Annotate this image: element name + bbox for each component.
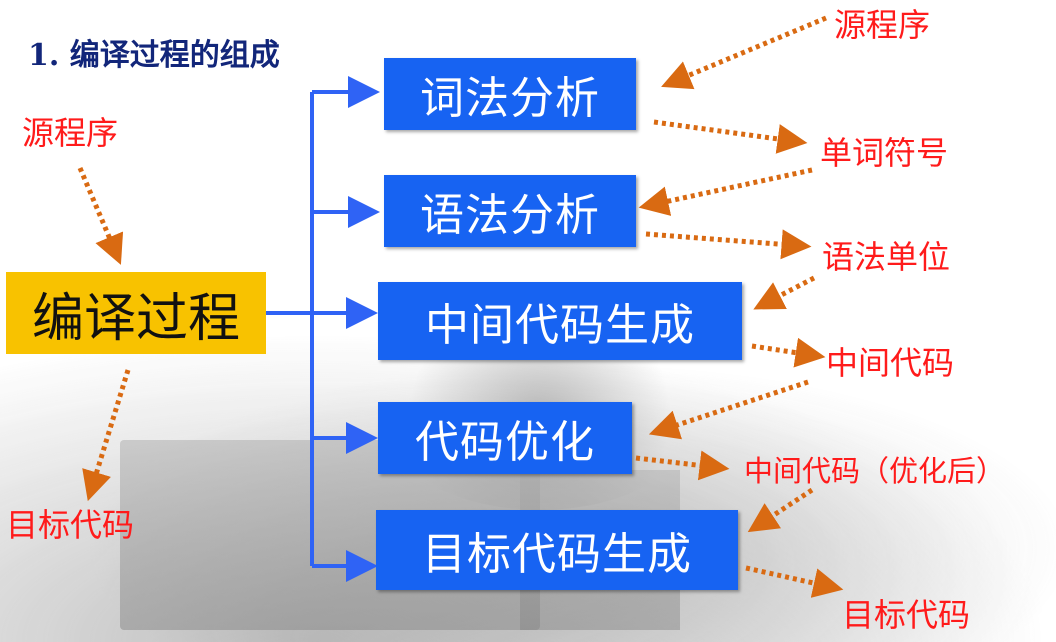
- right-target-label: 目标代码: [842, 596, 971, 634]
- blue-connectors: [266, 76, 380, 582]
- stage-target-code-generation: 目标代码生成: [376, 510, 738, 590]
- right-ir-label: 中间代码: [826, 344, 955, 382]
- right-source-label: 源程序: [834, 6, 931, 44]
- syntax-to-stage-3-arrow: [753, 275, 816, 310]
- stage-5-output-arrow: [745, 565, 844, 598]
- stage-intermediate-code-generation: 中间代码生成: [378, 282, 742, 360]
- stage-code-optimization: 代码优化: [378, 402, 632, 474]
- stage-lexical-analysis: 词法分析: [384, 58, 636, 130]
- left-source-label: 源程序: [22, 114, 119, 152]
- right-syntax-units-label: 语法单位: [822, 238, 951, 276]
- stage-syntax-analysis: 语法分析: [384, 175, 636, 247]
- left-output-arrow: [82, 369, 131, 502]
- source-to-stage-1-arrow: [661, 15, 827, 90]
- right-tokens-label: 单词符号: [820, 134, 949, 172]
- optimized-to-stage-5-arrow: [747, 487, 814, 533]
- section-heading: 1. 编译过程的组成: [28, 38, 280, 73]
- compile-process-box: 编译过程: [6, 272, 266, 354]
- tokens-to-stage-2-arrow: [638, 167, 813, 216]
- ir-to-stage-4-arrow: [648, 379, 809, 440]
- left-target-label: 目标代码: [6, 506, 135, 544]
- stage-1-output-arrow: [653, 119, 808, 154]
- left-input-arrow: [77, 167, 124, 265]
- right-optimized-ir-label: 中间代码（优化后）: [744, 454, 1006, 488]
- orange-dotted-arrows: [77, 15, 844, 598]
- stage-4-output-arrow: [635, 450, 730, 481]
- stage-3-output-arrow: [751, 337, 826, 368]
- stage-2-output-arrow: [645, 229, 812, 260]
